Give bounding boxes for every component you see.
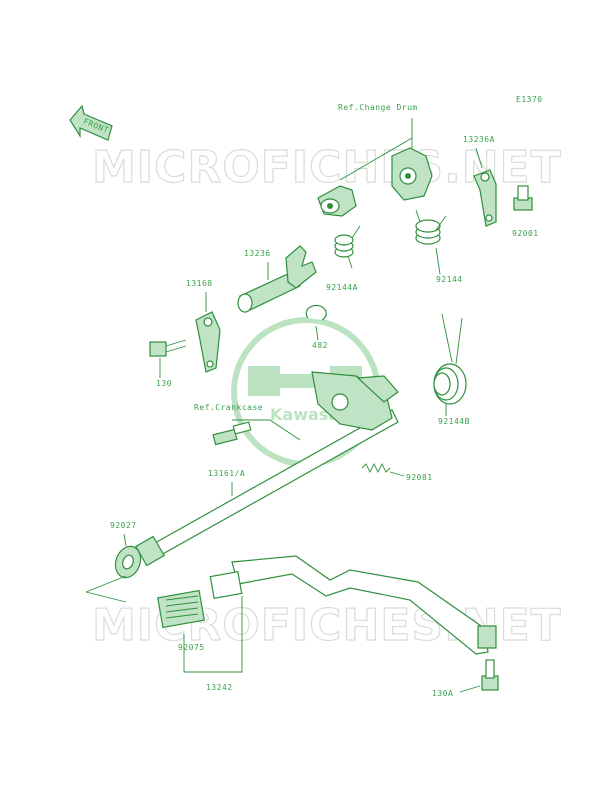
label-13242: 13242	[206, 683, 233, 692]
part-130a-bolt	[481, 659, 499, 691]
label-13161a: 13161/A	[208, 469, 245, 478]
label-13236a: 13236A	[463, 135, 495, 144]
crankcase-pin	[212, 421, 252, 446]
part-130-bolt	[149, 339, 187, 357]
label-13168: 13168	[186, 279, 213, 288]
part-13236a-lever	[473, 169, 497, 227]
part-92144-spring	[415, 209, 447, 245]
label-ref-change-drum: Ref.Change Drum	[338, 103, 418, 112]
label-13236: 13236	[244, 249, 271, 258]
front-arrow-icon: FRONT	[69, 104, 113, 141]
label-130: 130	[156, 379, 172, 388]
change-drum-pin-plate	[391, 147, 433, 201]
part-13161a-shift-shaft	[135, 409, 399, 567]
part-13242-shift-pedal	[209, 555, 497, 655]
label-482: 482	[312, 341, 328, 350]
leader-92027	[85, 575, 127, 603]
label-92081: 92081	[406, 473, 433, 482]
label-92144a: 92144A	[326, 283, 358, 292]
part-92027-oil-seal	[114, 545, 142, 579]
diagram-code: E1370	[516, 95, 543, 104]
part-92001-bolt	[513, 185, 533, 211]
label-92027: 92027	[110, 521, 137, 530]
change-drum-cam	[317, 185, 357, 217]
part-482-circlip	[305, 304, 327, 321]
label-ref-crankcase: Ref.Crankcase	[194, 403, 263, 412]
label-92075: 92075	[178, 643, 205, 652]
part-92144b-return-spring	[433, 313, 467, 405]
part-92081-spring	[361, 462, 391, 474]
part-92144a-spring	[334, 225, 361, 269]
part-13236-shift-shaft-arm	[237, 245, 317, 313]
part-92075-pedal-rubber	[157, 589, 205, 629]
label-92144b: 92144B	[438, 417, 470, 426]
label-92001: 92001	[512, 229, 539, 238]
part-13168-lever	[195, 311, 221, 373]
label-130a: 130A	[432, 689, 453, 698]
shift-arm-plate	[311, 371, 399, 431]
label-92144: 92144	[436, 275, 463, 284]
